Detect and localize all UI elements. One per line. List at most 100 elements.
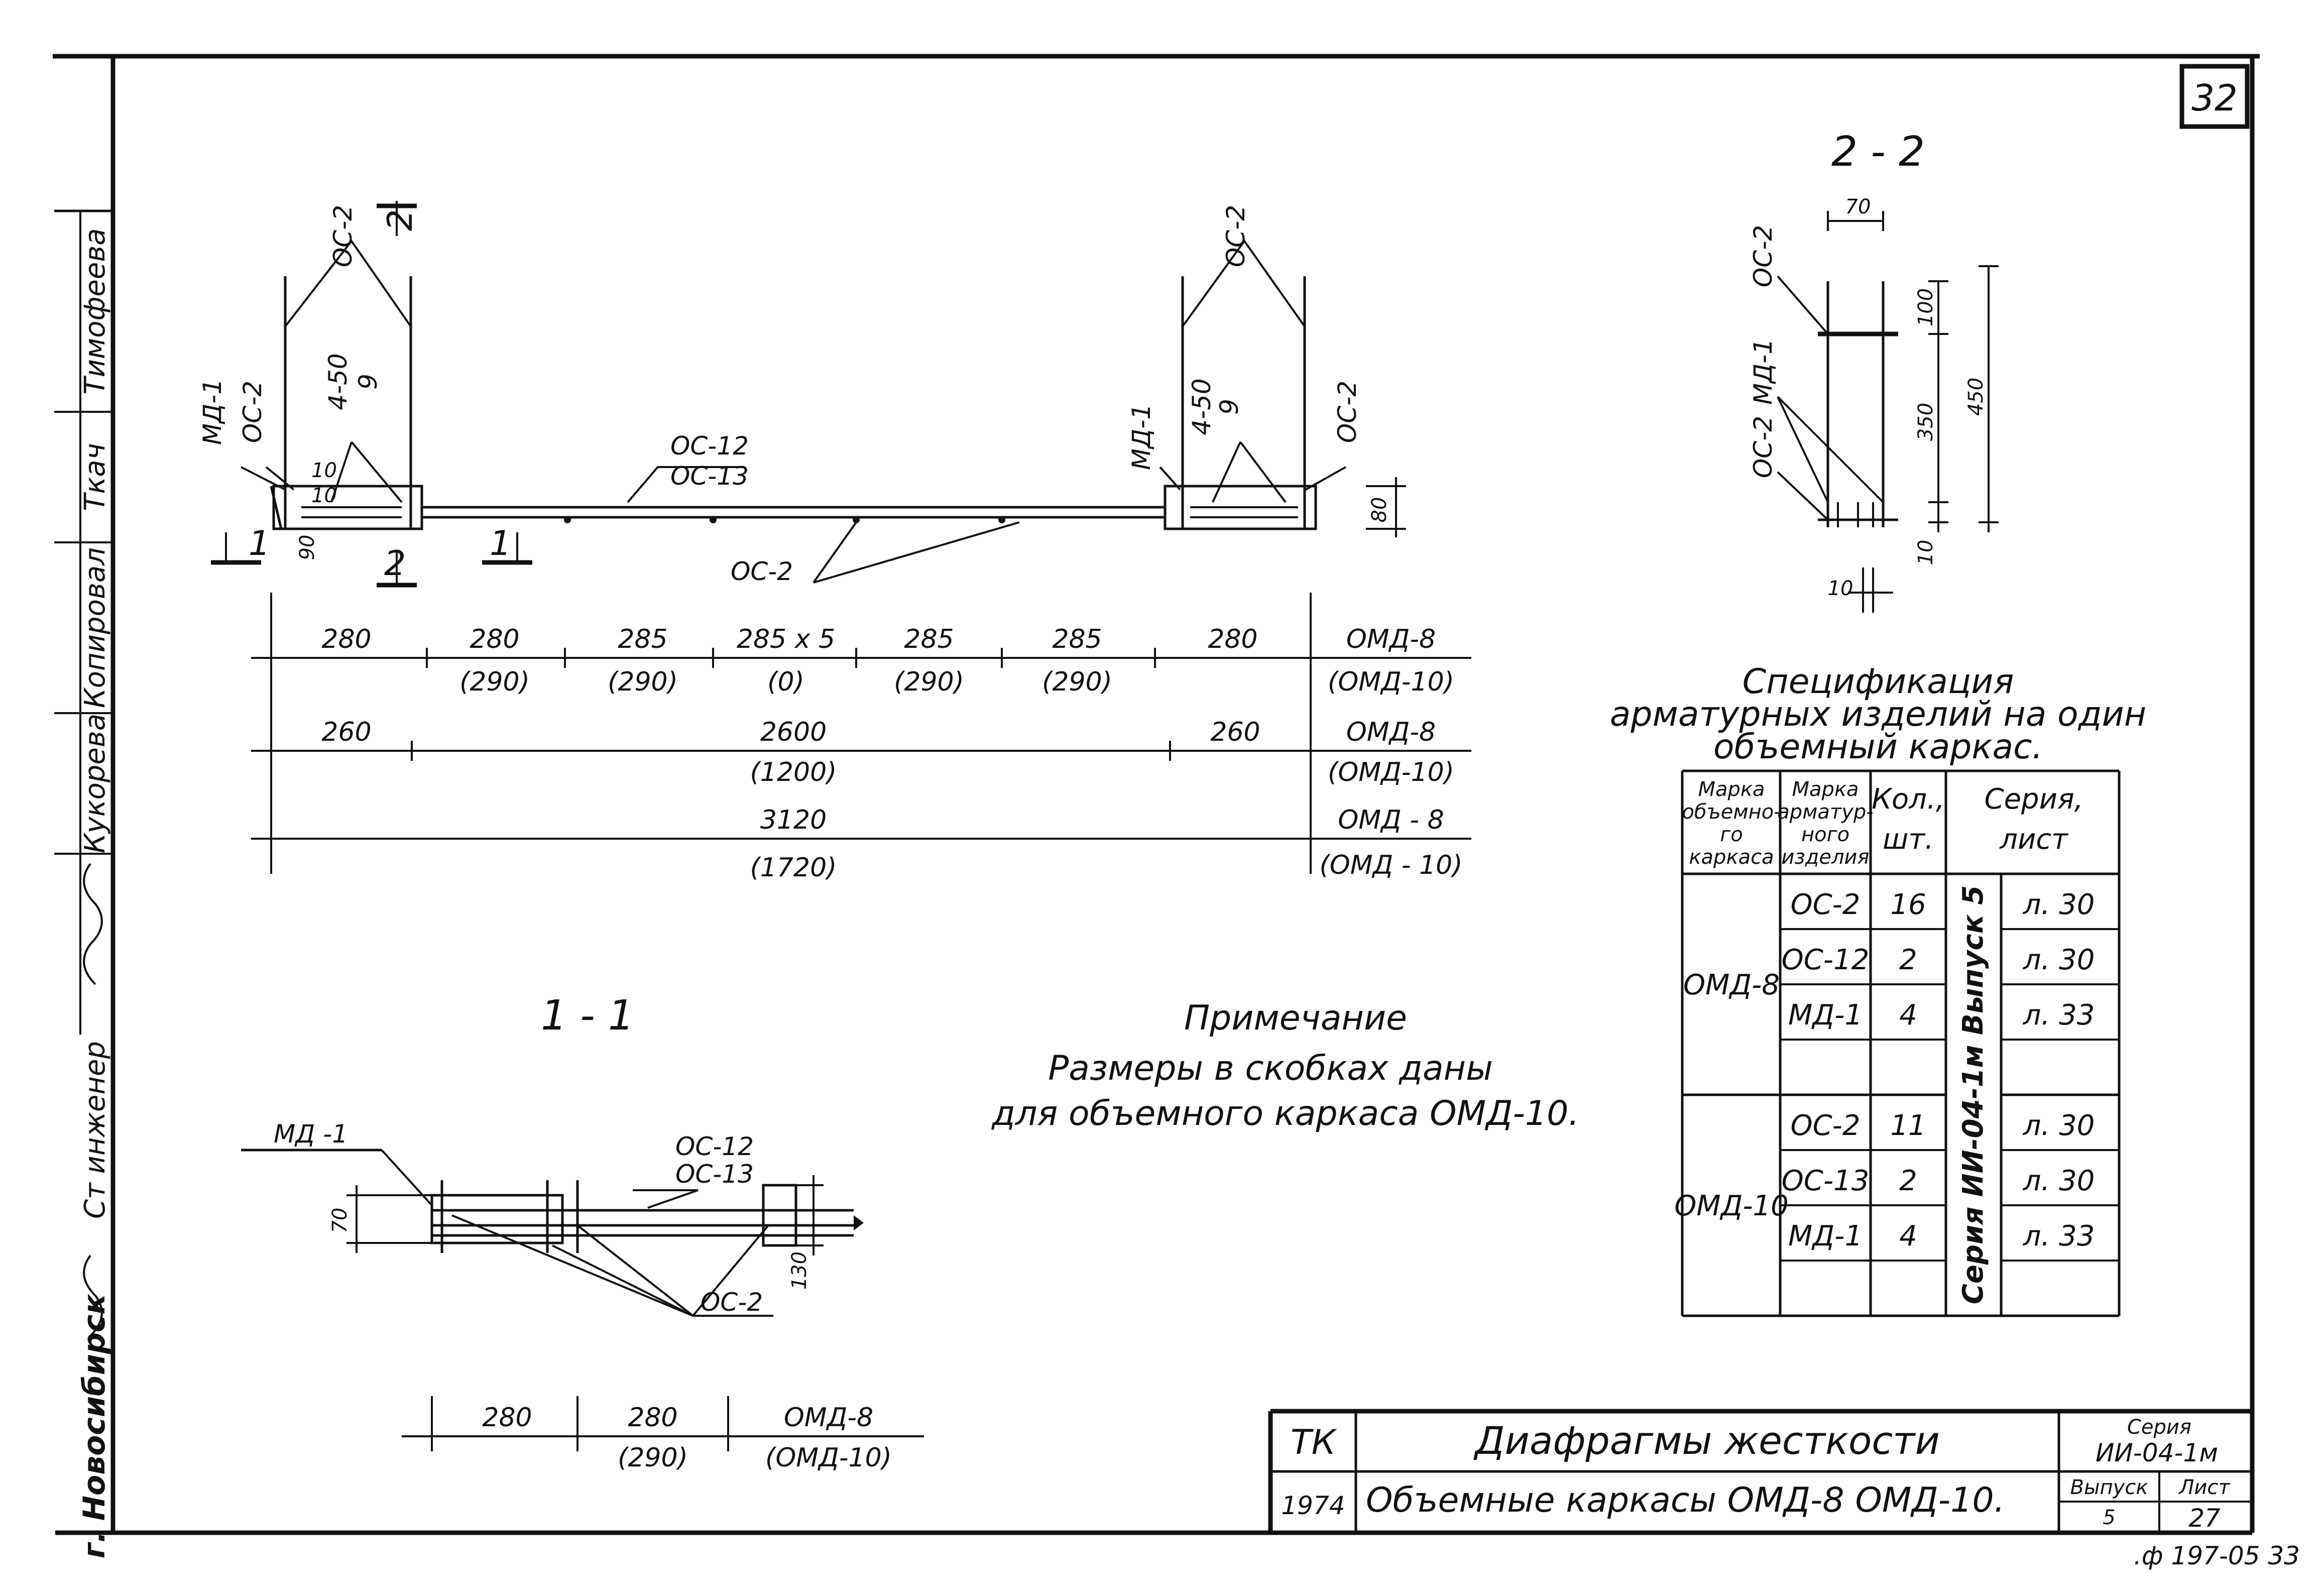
spec-h2-4: изделия [1781,846,1869,869]
section-2-2-os2-low: ОС-2 [1749,416,1778,478]
dim-1-alt-2: (290) [608,667,678,697]
dim-1-tag-alt: (ОМД-10) [1328,667,1454,697]
page-number: 32 [2191,77,2238,119]
dim-3-mid: 3120 [760,805,827,835]
note-title: Примечание [1184,998,1407,1038]
dim-row-1: 280 280 285 285 x 5 285 285 280 (290) (2… [251,624,1471,697]
section-2-2-os2-top: ОС-2 [1749,225,1778,287]
dim-3-tag-alt: (ОМД - 10) [1320,850,1463,880]
spec-g1-item-1: ОС-2 [1790,888,1860,921]
tb-subtitle: Объемные каркасы ОМД-8 ОМД-10. [1366,1480,2005,1520]
dim-1-alt-3: (0) [767,667,804,697]
label-dim-10a: 10 [311,484,337,507]
spec-h1-3: го [1720,823,1743,846]
dim-1-2: 280 [470,624,519,654]
section-1-1-dim-2: 280 [628,1403,677,1433]
stamp-signature-1 [83,863,103,985]
section-1-1-os13: ОС-13 [675,1160,754,1189]
section-1-1: 1 - 1 МД -1 ОС-12 ОС-13 ОС-2 70 130 [241,992,924,1473]
dim-1-3: 285 [618,624,667,654]
dim-1-alt-1: (290) [459,667,530,697]
section-mark-mid: 1 [490,524,511,563]
label-dim-90: 90 [296,535,319,560]
tb-series-value: ИИ-04-1м [2096,1438,2218,1467]
label-spacing-left: 4-50 [323,353,353,410]
tb-issue-label: Выпуск [2070,1476,2148,1499]
label-os2-side-left: ОС-2 [238,381,267,443]
side-stamp: Тимофеева Ткач Копировал Кукорева Ст инж… [54,209,113,1559]
dim-2-left: 260 [321,717,371,747]
tb-title: Диафрагмы жесткости [1473,1418,1940,1463]
tb-sheet-value: 27 [2188,1504,2221,1533]
label-os2-left: ОС-2 [328,205,358,267]
section-1-1-dim-tag: ОМД-8 [784,1403,873,1433]
label-md1-right: МД-1 [1127,404,1156,470]
spec-title-3: объемный каркас. [1713,727,2043,767]
spec-frame-1: ОМД-8 [1683,969,1780,1001]
dim-2-tag: ОМД-8 [1346,717,1436,747]
spec-g1-sheet-2: л. 30 [2023,944,2095,976]
dim-2-tag-alt: (ОМД-10) [1328,757,1454,787]
tb-issue-value: 5 [2103,1506,2115,1529]
tb-org: ТК [1291,1423,1337,1462]
section-mark-2-top: 2 [381,209,420,231]
section-1-1-dim-1: 280 [482,1403,532,1433]
dim-2-right: 260 [1210,717,1260,747]
spec-g1-qty-3: 4 [1899,999,1917,1032]
section-2-2-d10: 10 [1914,540,1937,565]
note: Примечание Размеры в скобках даны для об… [991,998,1579,1133]
spec-h2-1: Марка [1792,778,1859,801]
label-md1-left: МД-1 [198,379,227,445]
dim-1-1: 280 [321,624,371,654]
label-os2-right: ОС-2 [1221,205,1250,267]
section-mark-2-bottom: 2 [384,544,406,584]
tb-sheet-label: Лист [2178,1476,2231,1499]
stamp-name-1: Тимофеева [79,228,111,394]
spec-frame-2: ОМД-10 [1674,1190,1789,1222]
label-dim-80: 80 [1368,497,1391,523]
spec-g1-sheet-1: л. 30 [2023,888,2095,921]
spec-h4-1: Серия, [1985,783,2083,816]
spec-h2-2: арматур- [1777,801,1873,824]
label-spacing-left-sub: 9 [354,374,383,390]
spec-g1-item-3: МД-1 [1788,999,1863,1032]
section-2-2: 2 - 2 70 100 350 450 10 10 ОС-2 МД-1 ОС [1749,128,1999,613]
title-block: ТК 1974 Диафрагмы жесткости Объемные кар… [1268,1409,2252,1533]
section-1-1-dim-alt: (290) [618,1443,688,1473]
dim-1-5: 285 [904,624,954,654]
spec-g1-qty-1: 16 [1890,888,1926,921]
spec-g2-item-2: ОС-13 [1782,1165,1870,1197]
spec-g2-sheet-2: л. 30 [2023,1165,2095,1197]
label-dim-10b: 10 [311,459,337,482]
section-1-1-md1: МД -1 [274,1119,348,1149]
stamp-city: г. Новосибирск [77,1294,112,1559]
spec-h1-1: Марка [1698,778,1765,801]
dim-2-mid: 2600 [760,717,827,747]
dim-1-alt-4: (290) [894,667,964,697]
label-os2-bottom: ОС-2 [731,557,793,586]
dim-1-6: 285 [1052,624,1102,654]
section-2-2-d100: 100 [1914,288,1937,326]
label-os2-side-right: ОС-2 [1333,381,1362,443]
label-os12: ОС-12 [670,431,749,461]
label-os13: ОС-13 [670,462,749,491]
elevation-view: ОС-2 ОС-2 МД-1 ОС-2 МД-1 ОС-2 4-50 9 4-5… [198,201,1471,883]
dim-row-2: 260 2600 (1200) 260 ОМД-8 (ОМД-10) [251,717,1471,787]
note-line-2: для объемного каркаса ОМД-10. [991,1094,1579,1133]
spec-h1-2: объемно- [1682,801,1781,824]
dim-row-3: 3120 (1720) ОМД - 8 (ОМД - 10) [251,805,1471,883]
spec-g2-qty-3: 4 [1899,1220,1917,1252]
spec-title-2: арматурных изделий на один [1610,695,2147,734]
spec-h3-1: Кол., [1872,783,1944,816]
section-2-2-d350: 350 [1914,403,1937,441]
spec-g2-sheet-1: л. 30 [2023,1109,2095,1142]
spec-table: Спецификация арматурных изделий на один … [1610,662,2147,1317]
label-spacing-right: 4-50 [1187,378,1216,435]
corner-code: .ф 197-05 33 [2134,1541,2300,1570]
section-1-1-h70: 70 [328,1208,352,1233]
dim-3-tag: ОМД - 8 [1338,805,1444,835]
spec-h1-4: каркаса [1689,846,1774,869]
spec-g2-item-1: ОС-2 [1790,1109,1860,1142]
section-mark-left: 1 [249,524,270,563]
dim-1-4: 285 x 5 [737,624,835,654]
